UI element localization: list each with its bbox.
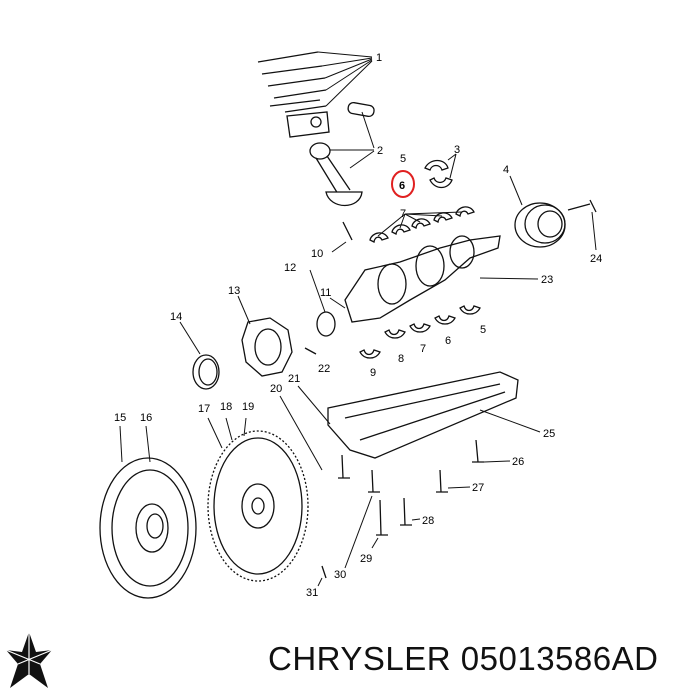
crankshaft <box>344 235 539 323</box>
leader-21 <box>297 385 331 425</box>
leader-27 <box>447 486 471 489</box>
brand-name: CHRYSLER <box>268 640 452 677</box>
callout-29: 29 <box>360 553 372 565</box>
callout-11: 11 <box>320 287 331 299</box>
highlight-ring <box>391 170 415 198</box>
thrust-washer <box>316 311 336 337</box>
rod-bearings <box>424 153 457 189</box>
callout-1: 1 <box>376 52 382 64</box>
piston-rings <box>257 51 373 113</box>
callout-21: 21 <box>288 373 300 385</box>
callout-13: 13 <box>228 285 240 297</box>
main-bearings-upper <box>369 206 475 243</box>
callout-9-lower: 9 <box>370 367 376 379</box>
callout-26: 26 <box>512 456 524 468</box>
leader-31 <box>317 577 323 587</box>
callout-14: 14 <box>170 311 182 323</box>
callout-6: 6 <box>399 180 405 192</box>
retainer-plate <box>237 295 293 377</box>
pentastar-icon <box>6 632 52 688</box>
callout-5: 5 <box>400 153 406 165</box>
leader-16 <box>145 425 151 463</box>
leader-30 <box>344 495 373 569</box>
leader-17 <box>207 417 223 449</box>
callout-10: 10 <box>311 248 323 260</box>
callout-8-lower: 8 <box>398 353 404 365</box>
torque-converter <box>99 457 197 599</box>
vibration-damper <box>509 175 566 248</box>
leader-28 <box>411 518 421 521</box>
callout-19: 19 <box>242 401 254 413</box>
leader-18 <box>225 417 233 441</box>
leader-29 <box>371 537 379 549</box>
damper-bolt <box>567 199 597 251</box>
callout-4: 4 <box>503 164 509 176</box>
dowel-pin <box>304 347 317 355</box>
callout-7-lower: 7 <box>420 343 426 355</box>
callout-22: 22 <box>318 363 330 375</box>
rod-bolt <box>331 221 353 253</box>
callout-15: 15 <box>114 412 126 424</box>
callout-25: 25 <box>543 428 555 440</box>
leader-20 <box>279 395 323 471</box>
callout-24: 24 <box>590 253 602 265</box>
leader-15 <box>119 425 123 463</box>
callout-23: 23 <box>541 274 553 286</box>
callout-20: 20 <box>270 383 282 395</box>
callout-27: 27 <box>472 482 484 494</box>
callout-16: 16 <box>140 412 152 424</box>
bedplate <box>327 371 541 459</box>
engine-exploded-diagram: 1 2 10 3 5 6 <box>99 51 602 599</box>
rear-seal <box>179 321 220 390</box>
leader-26 <box>483 460 511 463</box>
main-bearings-lower <box>359 305 481 359</box>
connecting-rod <box>309 111 375 206</box>
callout-17: 17 <box>198 403 210 415</box>
part-number: 05013586AD <box>460 640 659 677</box>
leader-11 <box>329 297 346 309</box>
leader-19 <box>243 417 247 437</box>
callout-31: 31 <box>306 587 318 599</box>
callout-3: 3 <box>454 144 460 156</box>
flexplate-bolt <box>321 565 327 579</box>
callout-6-lower: 6 <box>445 335 451 347</box>
callout-7: 7 <box>400 208 406 220</box>
callout-18: 18 <box>220 401 232 413</box>
callout-5-lower: 5 <box>480 324 486 336</box>
part-caption: CHRYSLER 05013586AD <box>268 640 658 678</box>
callout-30: 30 <box>334 569 346 581</box>
leader-12 <box>309 269 326 313</box>
callout-2: 2 <box>377 145 383 157</box>
piston <box>286 101 375 138</box>
callout-12: 12 <box>284 262 296 274</box>
bedplate-bolts <box>338 439 484 536</box>
flexplate <box>207 430 309 582</box>
callout-28: 28 <box>422 515 434 527</box>
